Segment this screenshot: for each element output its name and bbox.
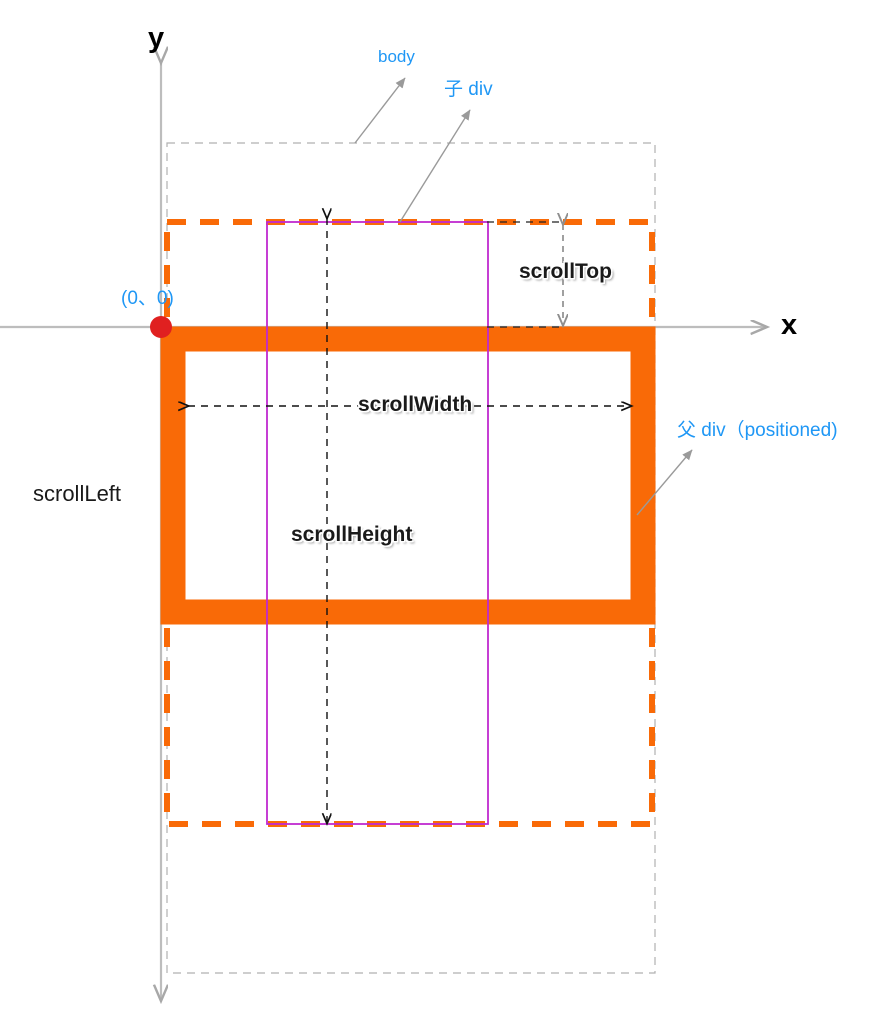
parent-div-label: 父 div（positioned): [677, 420, 838, 441]
child-div-label: 子 div: [444, 79, 493, 100]
origin-label: (0、0): [121, 288, 174, 309]
body-leader-line: [354, 77, 406, 144]
y-axis-label: y: [148, 22, 165, 54]
parent-box-solid: [160, 326, 656, 625]
child-box: [266, 221, 489, 825]
child-div-leader-line: [399, 109, 471, 223]
parent-div-leader-line: [636, 449, 693, 516]
scroll-top-measure: [487, 222, 652, 327]
scroll-top-label: scrollTop: [519, 260, 612, 283]
x-axis-label: x: [781, 309, 798, 341]
scroll-height-label: scrollHeight: [291, 523, 413, 546]
scroll-width-label: scrollWidth: [358, 393, 473, 416]
body-label: body: [378, 47, 415, 66]
scroll-left-label: scrollLeft: [33, 481, 122, 506]
origin-dot: [150, 316, 172, 338]
